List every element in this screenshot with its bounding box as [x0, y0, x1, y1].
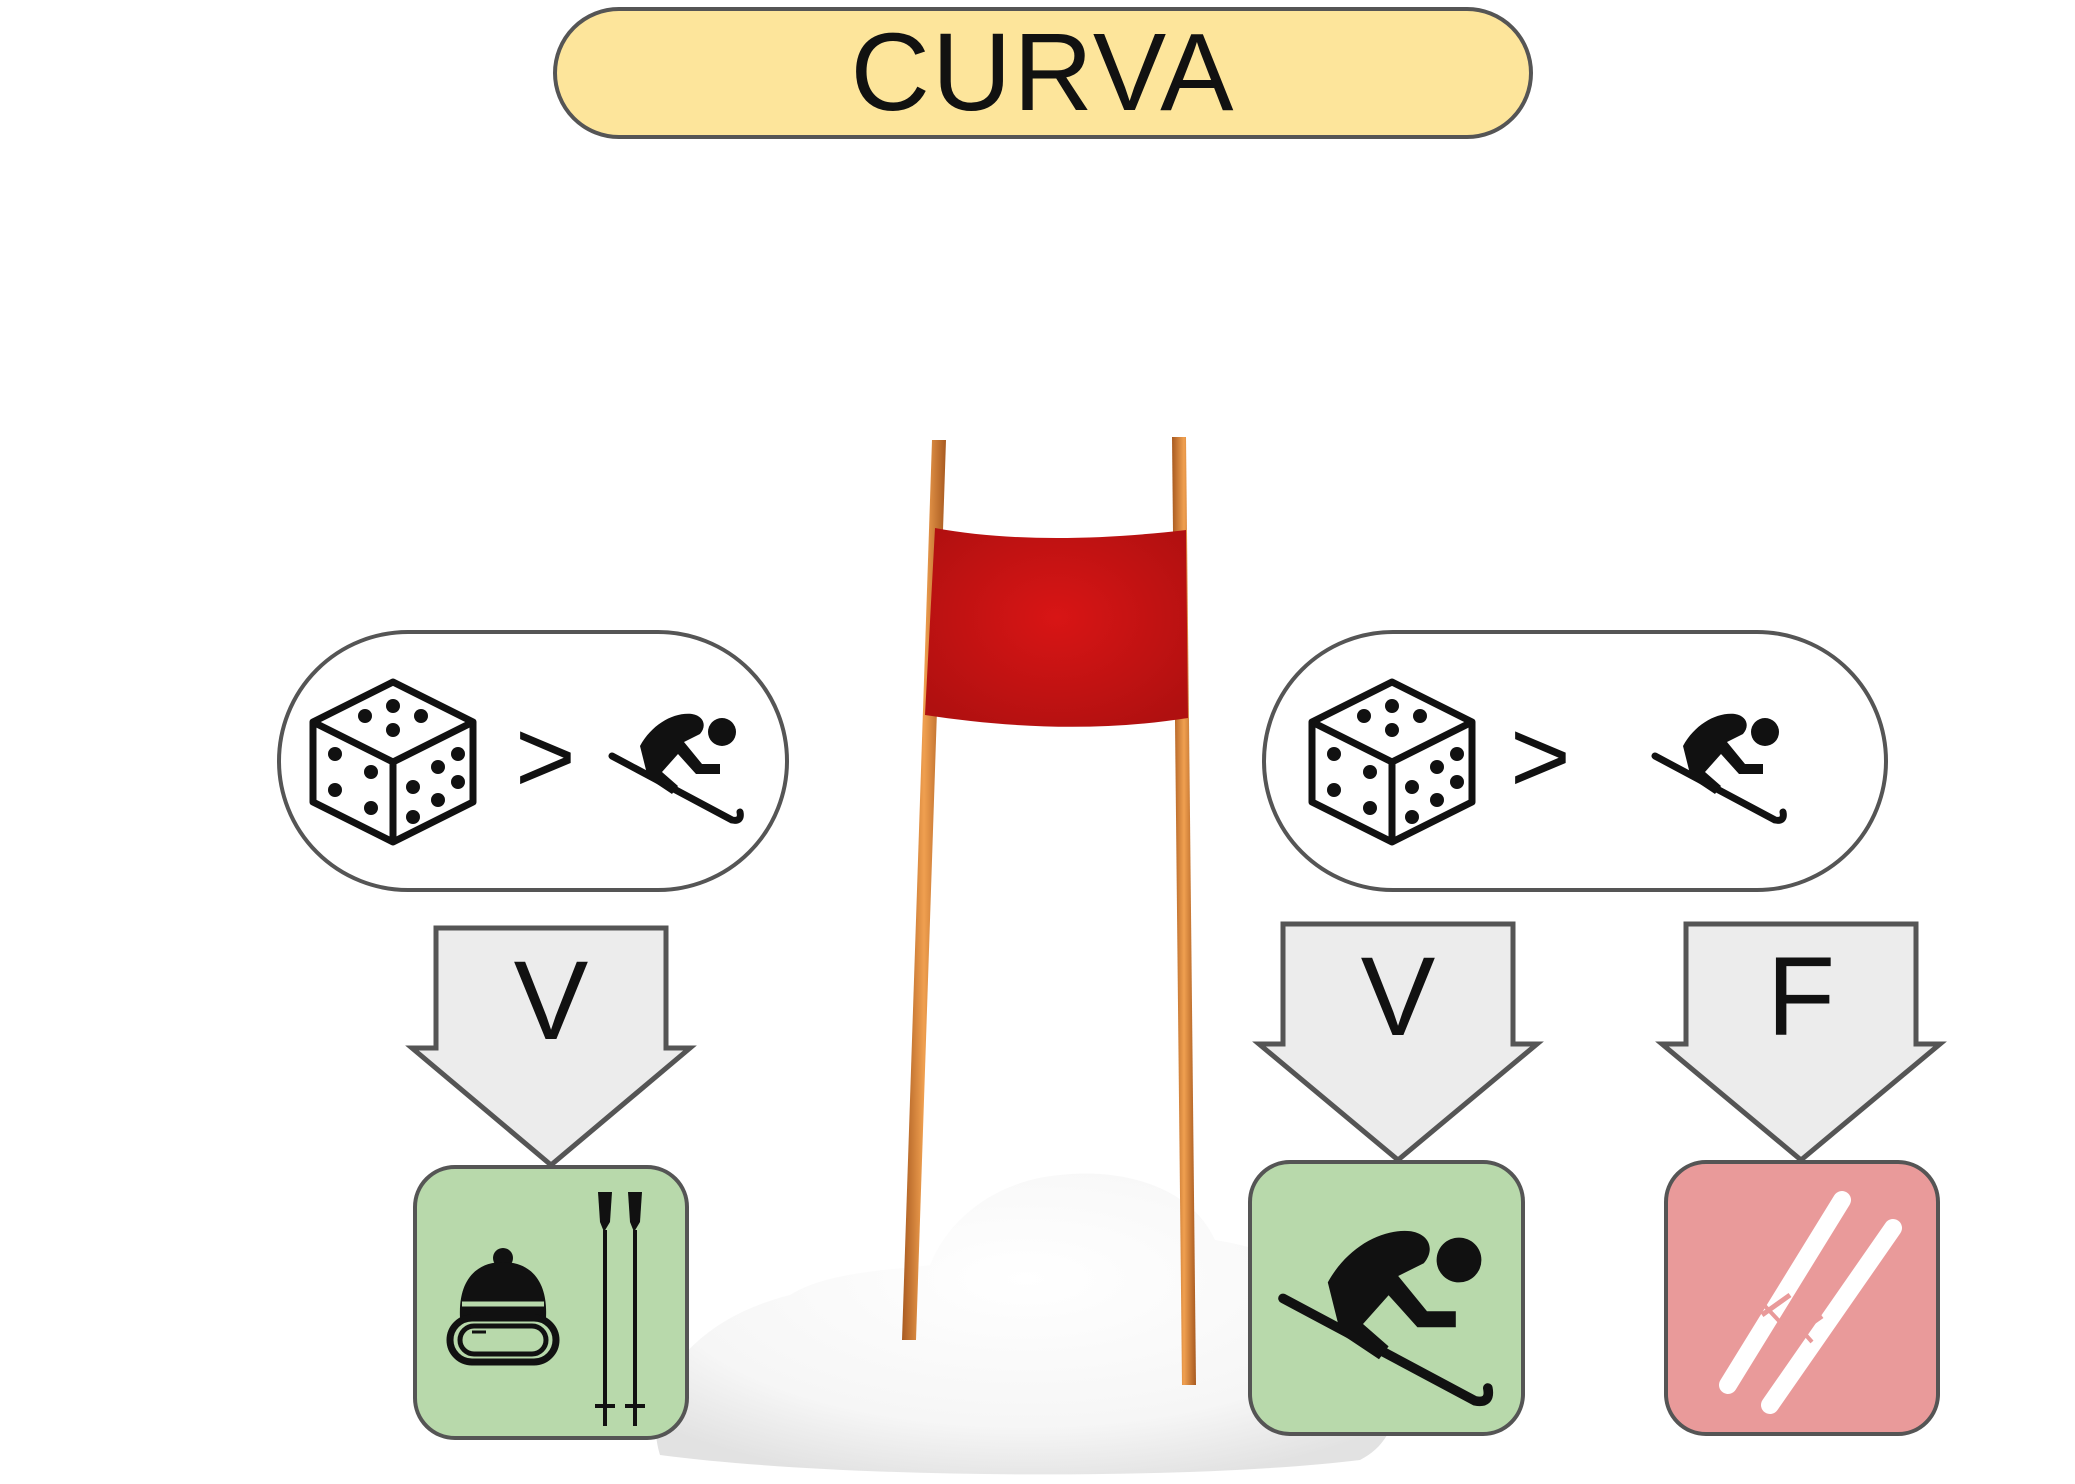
arrow-true-left	[405, 925, 697, 1169]
crossed-skis-icon	[1719, 1191, 1902, 1414]
ski-poles-icon	[595, 1192, 645, 1426]
greater-than-sign-right: >	[1510, 699, 1571, 815]
arrow-label-true-right: V	[1360, 934, 1436, 1059]
title-banner: CURVA	[553, 7, 1533, 139]
result-tile-equipment	[413, 1165, 689, 1440]
slalom-gate-icon	[902, 437, 1196, 1385]
greater-than-sign-left: >	[515, 699, 576, 815]
snow-mound-icon	[655, 1173, 1397, 1475]
result-tile-crossed-skis	[1664, 1160, 1940, 1436]
page-title: CURVA	[850, 11, 1236, 134]
arrow-label-false: F	[1766, 934, 1836, 1059]
result-tile-skier	[1248, 1160, 1525, 1436]
skier-icon	[1278, 1230, 1494, 1407]
arrow-true-right	[1252, 921, 1544, 1164]
arrow-label-true-left: V	[513, 938, 589, 1063]
condition-bubble-right	[1262, 630, 1888, 892]
arrow-false	[1655, 921, 1947, 1164]
helmet-goggles-icon	[446, 1248, 560, 1366]
